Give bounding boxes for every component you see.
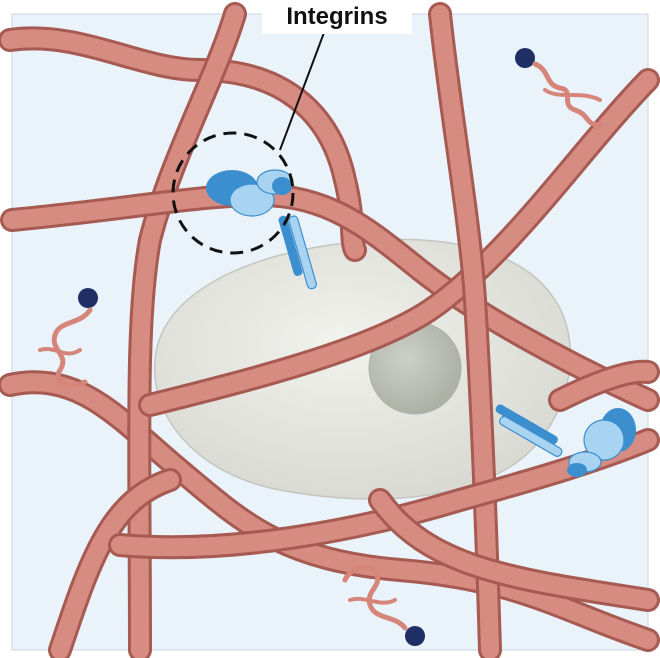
fiber xyxy=(3,185,657,409)
fiber xyxy=(551,362,657,409)
fiber xyxy=(51,471,179,658)
fiber xyxy=(371,491,657,609)
molecule-icon xyxy=(38,288,98,388)
integrin-icon xyxy=(495,404,636,477)
highlight-circle xyxy=(171,131,295,255)
fiber xyxy=(141,71,657,414)
molecule-icon xyxy=(342,564,425,646)
label-pointer xyxy=(279,29,326,151)
fiber xyxy=(431,5,499,658)
integrin-icon xyxy=(206,169,317,290)
integrins-label: Integrins xyxy=(286,3,388,30)
integrins-label-box: Integrins xyxy=(262,0,412,34)
molecule-icon xyxy=(515,48,603,128)
